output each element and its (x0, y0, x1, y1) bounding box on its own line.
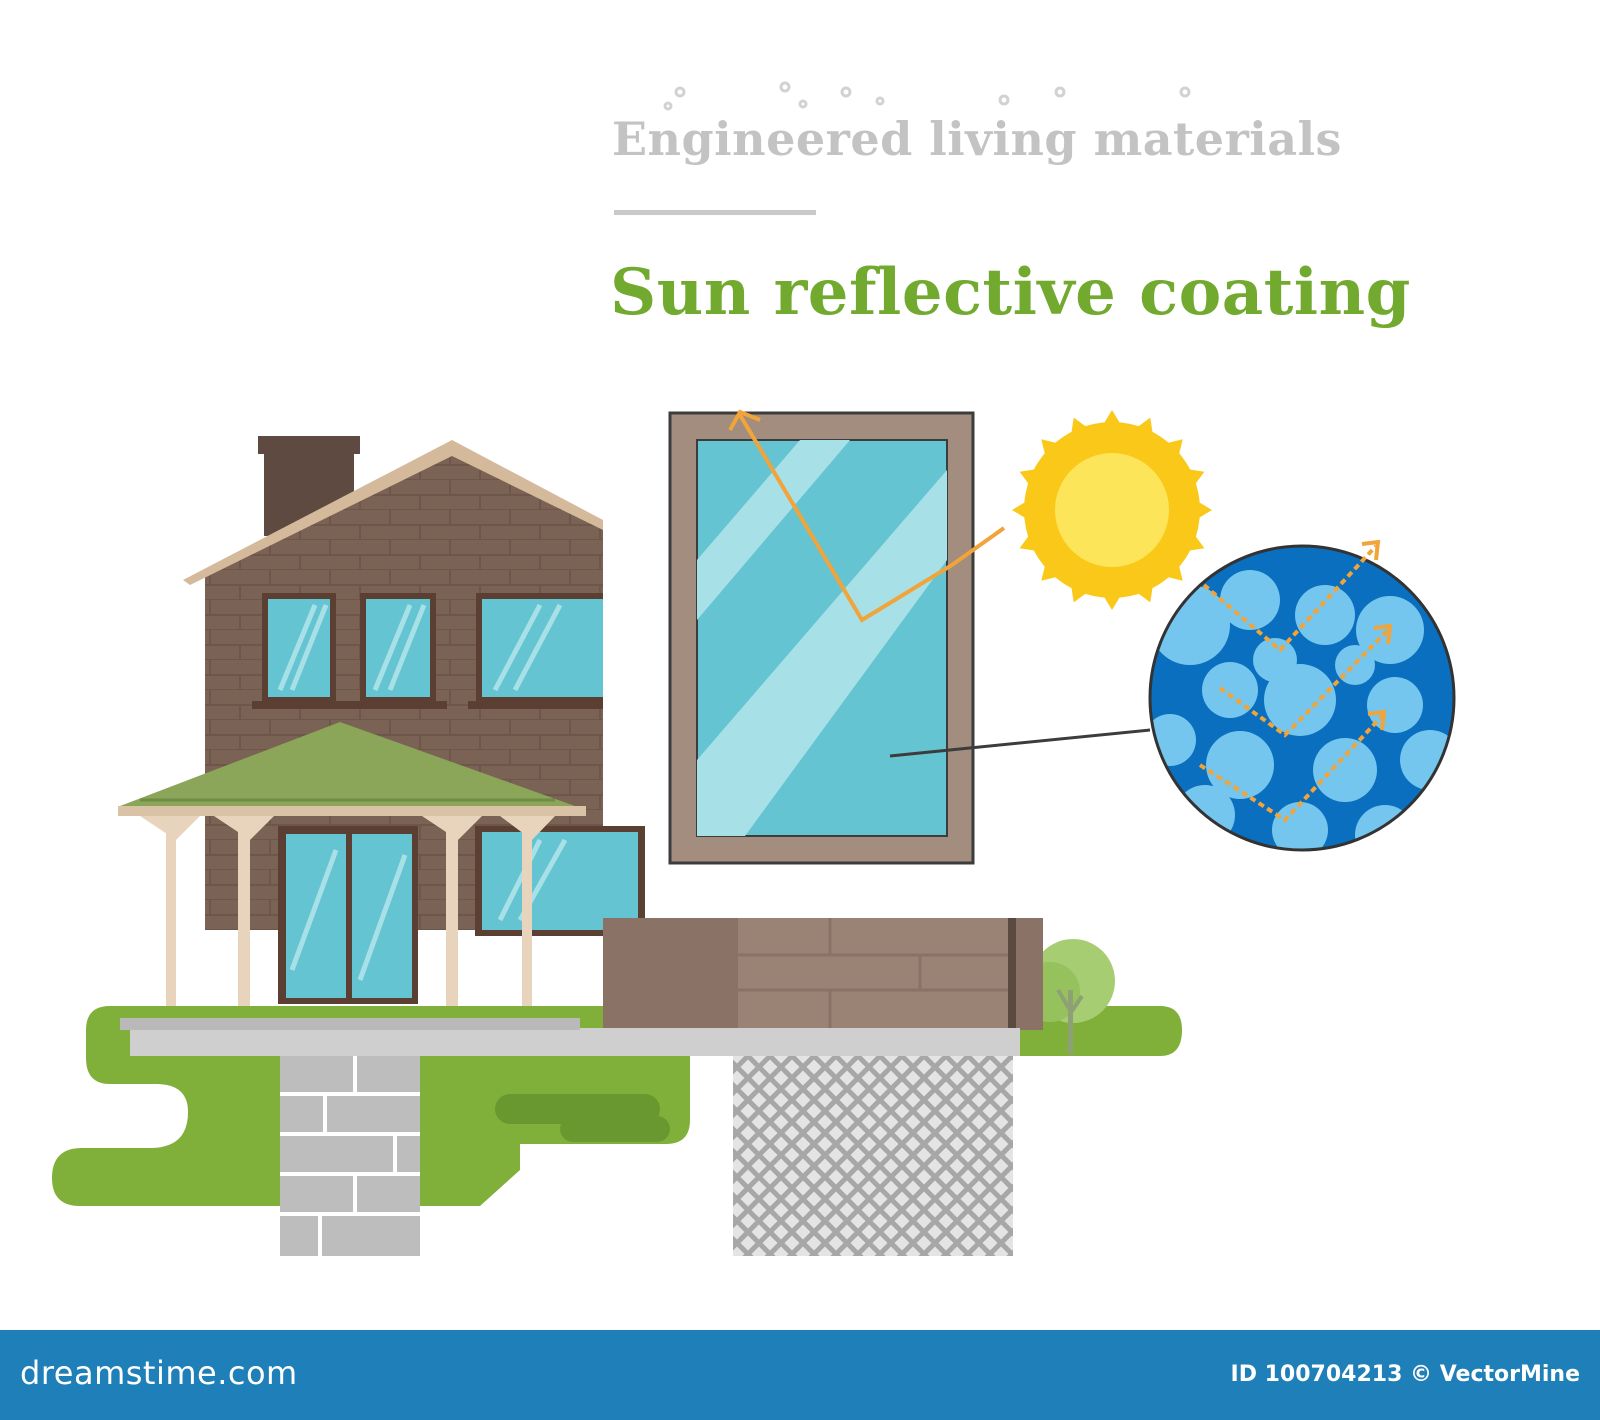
sun-ray (1041, 439, 1061, 459)
decorative-dots (663, 81, 1191, 111)
sun-ray (1019, 532, 1039, 552)
sun-ray (1019, 468, 1039, 488)
house-coating-illustration (52, 81, 1456, 1256)
sun-ray (1134, 583, 1154, 603)
foundation-slab (130, 1028, 1020, 1056)
sun-ray (1163, 439, 1183, 459)
sun-icon (1012, 410, 1212, 610)
porch-roof (120, 722, 575, 806)
lattice-foundation (733, 1056, 1013, 1256)
footer-bar: dreamstime.com ID 100704213 © VectorMine (0, 1330, 1600, 1420)
sun-ray (1134, 417, 1154, 437)
garage (603, 918, 1043, 1030)
lower-window (475, 826, 645, 936)
callout-line (889, 728, 1151, 758)
header-divider (614, 210, 816, 215)
sun-ray (1041, 561, 1061, 581)
sun-ray (1070, 417, 1090, 437)
footer-brand[interactable]: dreamstime.com (20, 1354, 298, 1392)
window-closeup (668, 411, 975, 865)
sun-ray (1101, 593, 1123, 610)
sun-ray (1163, 561, 1183, 581)
sun-ray (1101, 410, 1123, 427)
category-subtitle: Engineered living materials (612, 112, 1342, 166)
sun-ray (1012, 499, 1029, 521)
house-roof (183, 440, 603, 585)
front-door (278, 826, 418, 1004)
stone-foundation (280, 1056, 420, 1256)
porch-posts (140, 816, 555, 1006)
footer-image-id: ID 100704213 © VectorMine (1230, 1362, 1580, 1387)
sun-ray (1185, 468, 1205, 488)
reflection-arrow (728, 409, 1006, 623)
sun-ray (1070, 583, 1090, 603)
sun-ray (1195, 499, 1212, 521)
sun-ray (1185, 532, 1205, 552)
upper-windows (252, 593, 603, 709)
coating-magnified-circle (1148, 539, 1456, 852)
page-title: Sun reflective coating (610, 255, 1411, 330)
illustration: Engineered living materials Sun reflecti… (52, 81, 1456, 1256)
